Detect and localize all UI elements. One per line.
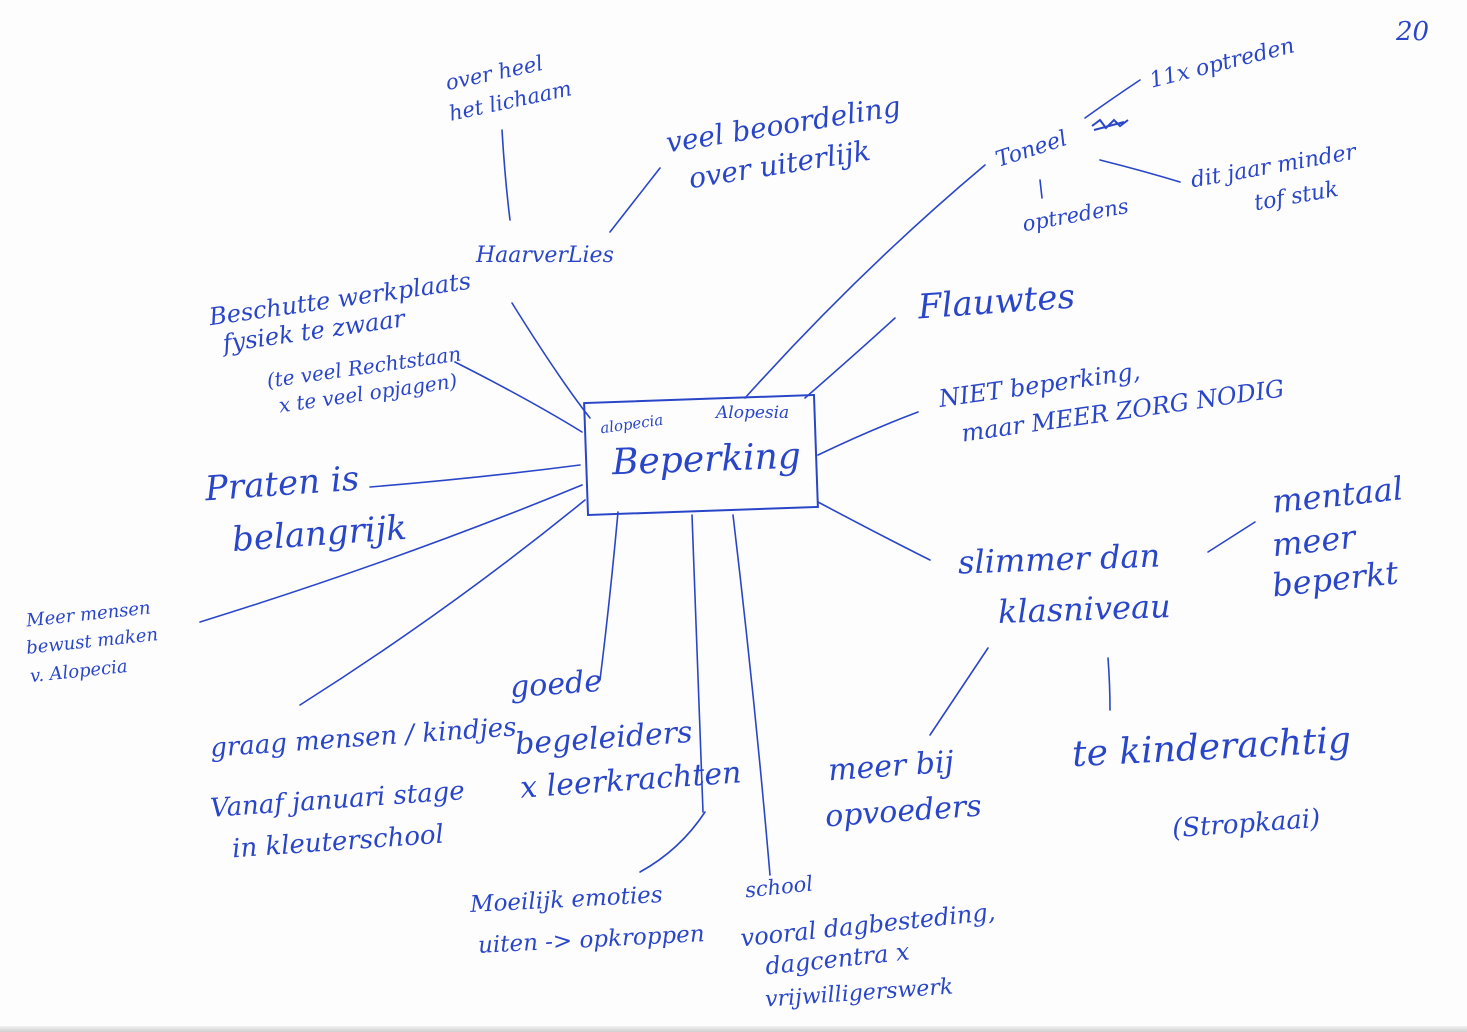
- link-toneel: [744, 164, 986, 399]
- link-moeilijk-b: [639, 811, 706, 873]
- node-haarverlies: HaarverLies: [476, 243, 614, 268]
- page-number: 20: [1396, 17, 1430, 47]
- link-meer-mensen: [199, 484, 583, 623]
- center-note-right: Alopesia: [716, 403, 790, 423]
- link-veel-beoordeling: [609, 167, 661, 233]
- link-dit-jaar: [1099, 159, 1181, 183]
- link-graag: [299, 499, 586, 706]
- link-kinderachtig: [1107, 657, 1111, 711]
- link-praten: [369, 464, 581, 488]
- node-slimmer-line1: slimmer dan: [957, 536, 1161, 582]
- link-mentaal: [1207, 521, 1256, 553]
- link-meer-bij: [929, 647, 989, 736]
- link-slimmer: [817, 501, 931, 561]
- node-goede-line1: goede: [508, 663, 604, 706]
- link-haarverlies: [511, 302, 591, 419]
- link-goede: [599, 511, 619, 681]
- node-mentaal-line2: meer: [1270, 517, 1358, 565]
- link-school: [732, 514, 771, 876]
- link-beschutte: [454, 361, 583, 433]
- link-moeilijk-a: [691, 514, 704, 813]
- link-11x: [1084, 79, 1141, 119]
- link-optredens: [1039, 179, 1043, 199]
- link-niet-beperking: [817, 411, 919, 456]
- link-flauwtes: [804, 317, 896, 399]
- link-over-heel: [501, 129, 511, 221]
- center-title: Beperking: [611, 435, 802, 484]
- crossed-out-scribble: [1091, 118, 1129, 131]
- node-slimmer-line2: klasniveau: [997, 586, 1172, 632]
